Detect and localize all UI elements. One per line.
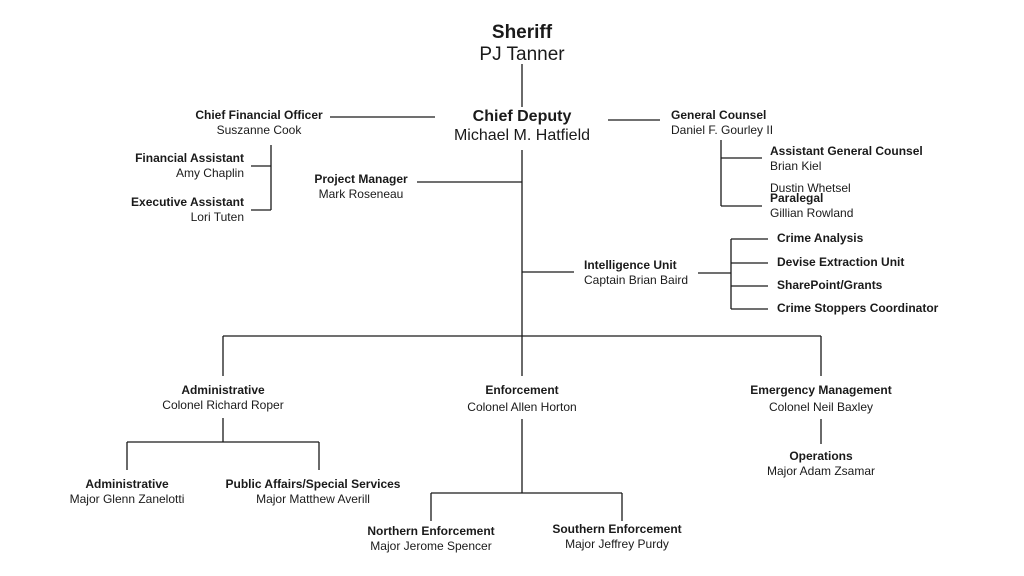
node-chief-deputy: Chief Deputy Michael M. Hatfield bbox=[454, 107, 590, 145]
executive-assistant-name: Lori Tuten bbox=[190, 210, 244, 224]
node-sheriff: Sheriff PJ Tanner bbox=[479, 22, 564, 66]
node-operations: Operations Major Adam Zsamar bbox=[767, 449, 875, 479]
node-admin-major: Administrative Major Glenn Zanelotti bbox=[70, 477, 185, 507]
node-enforcement-division: Enforcement Colonel Allen Horton bbox=[467, 383, 576, 415]
node-crime-analysis: Crime Analysis bbox=[777, 231, 863, 246]
admin-major-title: Administrative bbox=[85, 477, 169, 491]
general-counsel-title: General Counsel bbox=[671, 108, 767, 122]
administrative-division-name: Colonel Richard Roper bbox=[162, 398, 284, 412]
operations-title: Operations bbox=[789, 449, 853, 463]
node-paralegal: Paralegal Gillian Rowland bbox=[770, 191, 853, 221]
crime-stoppers-coordinator-title: Crime Stoppers Coordinator bbox=[777, 301, 939, 315]
southern-enforcement-title: Southern Enforcement bbox=[552, 522, 682, 536]
sharepoint-grants-title: SharePoint/Grants bbox=[777, 278, 883, 292]
cfo-name: Suszanne Cook bbox=[216, 123, 302, 137]
node-executive-assistant: Executive Assistant Lori Tuten bbox=[131, 195, 244, 225]
node-emergency-management-division: Emergency Management Colonel Neil Baxley bbox=[750, 383, 891, 415]
node-general-counsel: General Counsel Daniel F. Gourley II bbox=[671, 108, 773, 138]
project-manager-name: Mark Roseneau bbox=[318, 187, 404, 201]
general-counsel-name: Daniel F. Gourley II bbox=[671, 123, 774, 137]
assistant-general-counsel-title: Assistant General Counsel bbox=[770, 144, 923, 158]
node-cfo: Chief Financial Officer Suszanne Cook bbox=[195, 108, 322, 138]
enforcement-division-name: Colonel Allen Horton bbox=[467, 400, 577, 414]
southern-enforcement-name: Major Jeffrey Purdy bbox=[565, 537, 669, 551]
node-intelligence-unit: Intelligence Unit Captain Brian Baird bbox=[584, 258, 688, 288]
assistant-general-counsel-name-2: Dustin Whetsel bbox=[770, 181, 851, 195]
project-manager-title: Project Manager bbox=[314, 172, 408, 186]
cfo-title: Chief Financial Officer bbox=[195, 108, 323, 122]
node-southern-enforcement: Southern Enforcement Major Jeffrey Purdy bbox=[552, 522, 681, 552]
node-financial-assistant: Financial Assistant Amy Chaplin bbox=[135, 151, 244, 181]
chief-deputy-title: Chief Deputy bbox=[472, 108, 572, 125]
paralegal-name: Gillian Rowland bbox=[770, 206, 854, 220]
operations-name: Major Adam Zsamar bbox=[766, 464, 876, 478]
emergency-management-title: Emergency Management bbox=[750, 383, 892, 397]
public-affairs-title: Public Affairs/Special Services bbox=[225, 477, 401, 491]
emergency-management-name: Colonel Neil Baxley bbox=[768, 400, 874, 414]
assistant-general-counsel-name-1: Brian Kiel bbox=[770, 159, 822, 173]
northern-enforcement-name: Major Jerome Spencer bbox=[370, 539, 492, 553]
paralegal-title: Paralegal bbox=[770, 191, 824, 205]
node-project-manager: Project Manager Mark Roseneau bbox=[314, 172, 407, 202]
chief-deputy-name: Michael M. Hatfield bbox=[453, 127, 591, 144]
admin-major-name: Major Glenn Zanelotti bbox=[69, 492, 185, 506]
financial-assistant-name: Amy Chaplin bbox=[175, 166, 244, 180]
intelligence-unit-name: Captain Brian Baird bbox=[584, 273, 689, 287]
sheriff-title: Sheriff bbox=[491, 22, 553, 43]
administrative-division-title: Administrative bbox=[181, 383, 265, 397]
node-assistant-general-counsel: Assistant General Counsel Brian Kiel Dus… bbox=[770, 144, 923, 196]
public-affairs-name: Major Matthew Averill bbox=[256, 492, 370, 506]
financial-assistant-title: Financial Assistant bbox=[135, 151, 244, 165]
intelligence-unit-title: Intelligence Unit bbox=[584, 258, 677, 272]
node-sharepoint-grants: SharePoint/Grants bbox=[777, 278, 882, 293]
northern-enforcement-title: Northern Enforcement bbox=[367, 524, 495, 538]
devise-extraction-unit-title: Devise Extraction Unit bbox=[777, 255, 905, 269]
node-public-affairs: Public Affairs/Special Services Major Ma… bbox=[226, 477, 401, 507]
node-northern-enforcement: Northern Enforcement Major Jerome Spence… bbox=[367, 524, 494, 554]
enforcement-division-title: Enforcement bbox=[485, 383, 559, 397]
sheriff-name: PJ Tanner bbox=[479, 44, 565, 65]
executive-assistant-title: Executive Assistant bbox=[131, 195, 244, 209]
node-administrative-division: Administrative Colonel Richard Roper bbox=[162, 383, 283, 413]
crime-analysis-title: Crime Analysis bbox=[777, 231, 864, 245]
node-devise-extraction-unit: Devise Extraction Unit bbox=[777, 255, 904, 270]
node-crime-stoppers-coordinator: Crime Stoppers Coordinator bbox=[777, 301, 938, 316]
